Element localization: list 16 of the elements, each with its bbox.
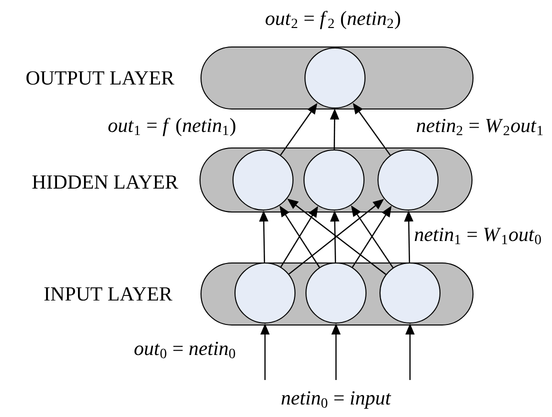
neuron-circle: [234, 262, 296, 324]
formula-label: netin$_{1}$ = W$_{1}$out$_{0}$: [413, 226, 543, 246]
formula-label: netin$_{0}$ = input: [280, 390, 392, 410]
neuron-circle: [380, 262, 440, 324]
neuron-circle: [304, 48, 366, 108]
formula-label: out$_{0}$ = netin$_{0}$: [132, 340, 238, 360]
formula-label: out$_{1}$ = f (netin$_{1}$): [106, 116, 238, 138]
formula-label: out$_{2}$ = f$_{2}$ (netin$_{2}$): [264, 10, 402, 30]
formula-label: netin$_{2}$ = W$_{2}$out$_{1}$: [415, 118, 545, 136]
neuron-circle: [378, 150, 438, 210]
layer-label: OUTPUT LAYER: [26, 71, 174, 85]
layer-label: HIDDEN LAYER: [32, 175, 178, 189]
neuron-circle: [304, 150, 364, 210]
neuron-circle: [232, 150, 294, 210]
layer-label: INPUT LAYER: [44, 287, 172, 301]
neuron-circle: [306, 262, 366, 324]
